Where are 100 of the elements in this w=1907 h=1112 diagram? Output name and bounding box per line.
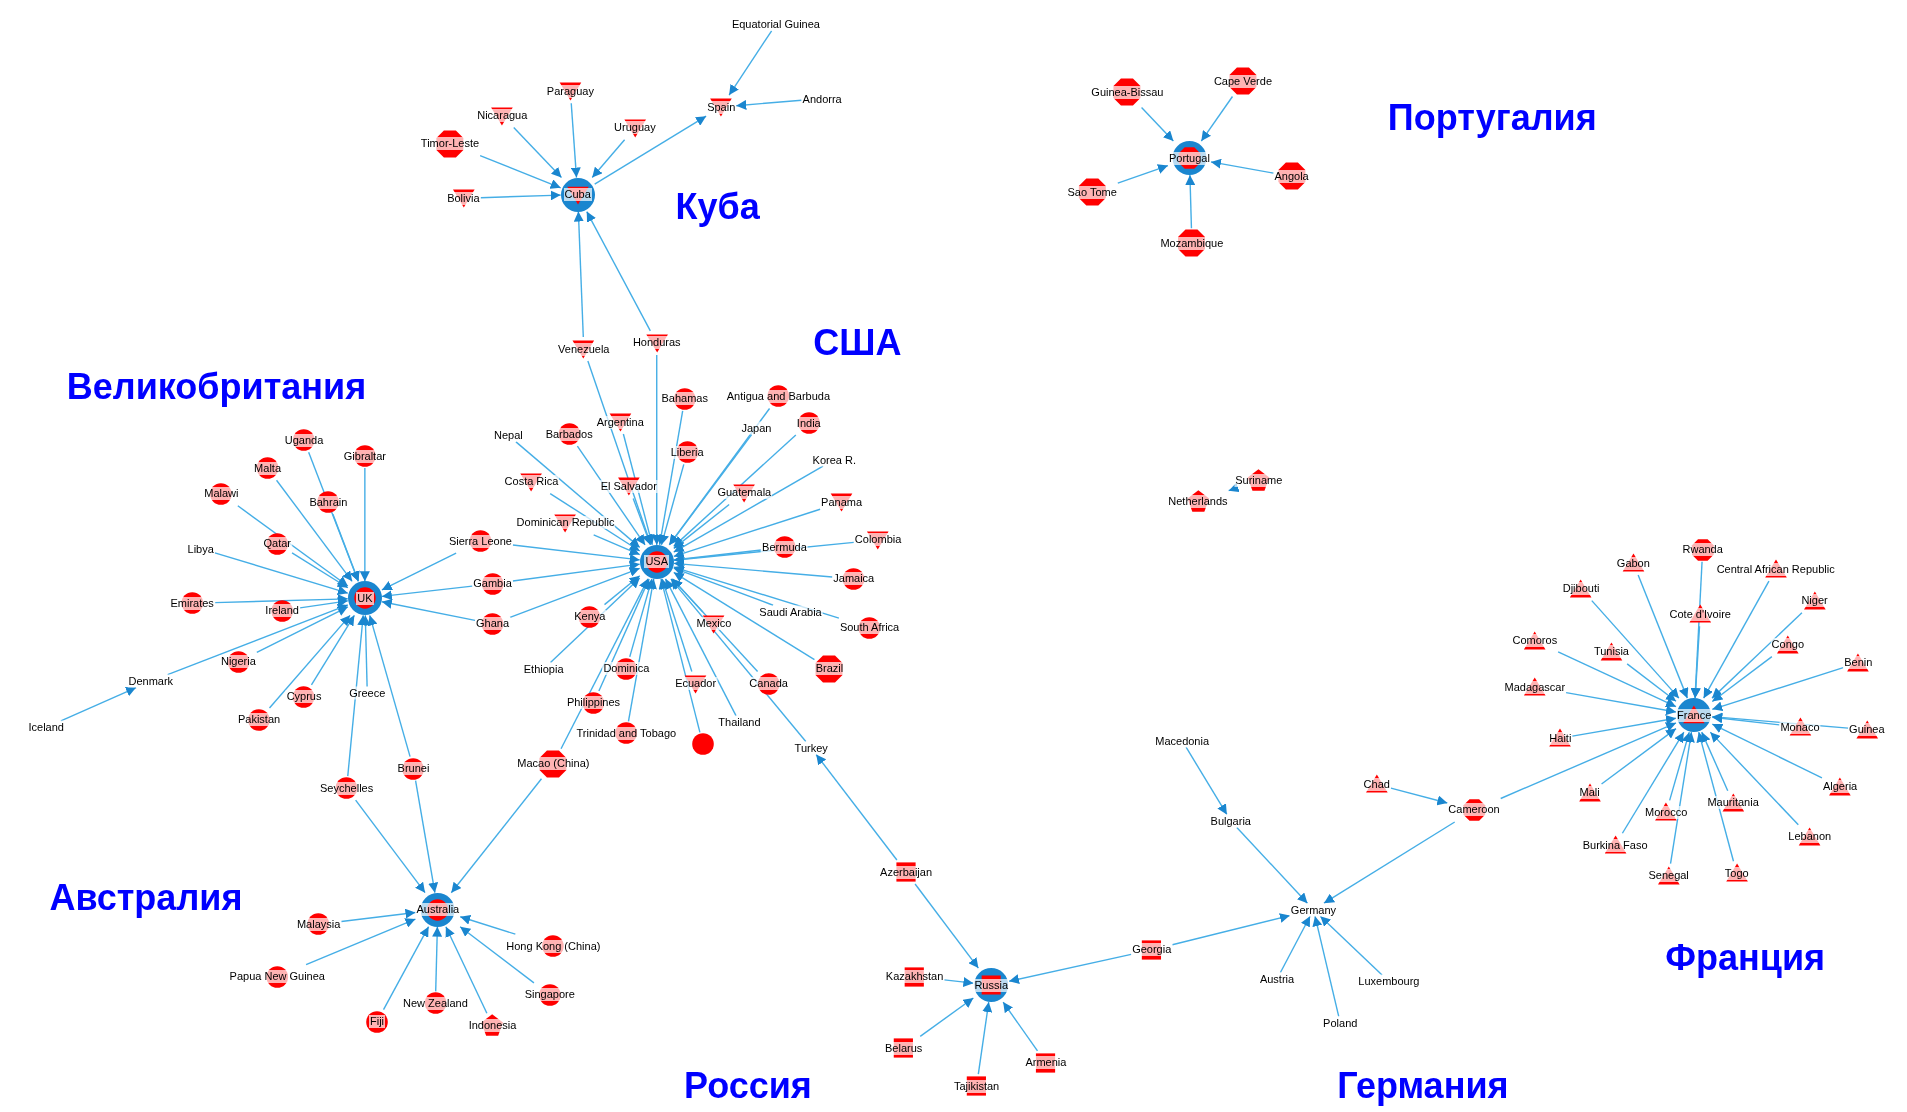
arrow	[1002, 1001, 1039, 1052]
country-label: Honduras	[631, 336, 682, 350]
arrow	[1711, 655, 1773, 703]
arrow	[573, 210, 584, 338]
country-label: Malaysia	[295, 917, 342, 931]
country-label: Kazakhstan	[884, 970, 945, 984]
arrow	[1696, 731, 1735, 862]
arrow	[291, 552, 349, 589]
country-label: Jamaica	[832, 572, 876, 586]
country-label: Uganda	[283, 433, 325, 447]
arrow	[977, 1001, 993, 1075]
country-label: Burkina Faso	[1581, 838, 1649, 852]
arrow	[1117, 164, 1169, 184]
arrow	[340, 908, 417, 923]
country-label: Venezuela	[557, 342, 611, 356]
arrow	[1600, 727, 1677, 785]
arrow	[1668, 731, 1692, 802]
arrow	[673, 508, 821, 559]
country-label: Philippines	[565, 696, 622, 710]
country-label: Tajikistan	[952, 1079, 1001, 1093]
country-label: Andorra	[801, 92, 843, 105]
arrow	[515, 441, 641, 549]
country-label: Emirates	[169, 596, 215, 610]
country-label: Chad	[1362, 777, 1391, 791]
arrow	[1210, 158, 1275, 174]
arrow	[1565, 691, 1677, 716]
country-label: Greece	[348, 686, 387, 700]
country-label: Paraguay	[545, 84, 595, 98]
country-label: Seychelles	[319, 781, 375, 795]
country-label: Indonesia	[467, 1018, 518, 1032]
arrow	[1711, 713, 1781, 726]
country-label: Poland	[1322, 1016, 1359, 1030]
country-label: Ecuador	[674, 677, 718, 690]
arrow	[1200, 95, 1234, 142]
country-label: Nepal	[493, 428, 524, 442]
arrow	[347, 614, 368, 777]
arrow	[1185, 746, 1228, 816]
country-label: Malta	[253, 461, 282, 475]
country-label: Suriname	[1234, 473, 1284, 487]
arrow	[60, 686, 137, 722]
country-label: USA	[644, 555, 670, 569]
country-label: Algeria	[1821, 780, 1859, 794]
arrow	[513, 126, 563, 179]
country-label: Argentina	[595, 415, 645, 429]
country-label: Benin	[1843, 656, 1874, 670]
arrow	[919, 997, 975, 1038]
country-label: Bahrain	[308, 495, 349, 509]
arrow	[414, 779, 439, 894]
arrow	[560, 578, 649, 750]
country-label: Belarus	[884, 1041, 924, 1055]
country-group-label: Португалия	[1387, 97, 1597, 138]
arrow	[1500, 722, 1677, 800]
arrow	[512, 544, 641, 564]
country-label: Tunisia	[1592, 645, 1630, 659]
country-label: Pakistan	[236, 713, 282, 727]
arrow	[1711, 723, 1823, 779]
country-label: Georgia	[1131, 943, 1173, 957]
arrow	[914, 883, 980, 969]
country-label: Macao (China)	[516, 757, 591, 771]
arrow	[1711, 666, 1844, 712]
country-label: Sierra Leone	[447, 534, 513, 548]
arrow	[1709, 731, 1799, 826]
arrow	[815, 753, 898, 861]
arrow	[256, 606, 349, 654]
arrow	[673, 465, 824, 553]
country-label: Guinea	[1848, 723, 1886, 737]
country-label: Ireland	[264, 604, 300, 618]
country-label: Sao Tome	[1066, 185, 1118, 199]
country-group-label: Германия	[1337, 1066, 1509, 1107]
country-label: Papua New Guinea	[228, 970, 326, 984]
country-label: Senegal	[1647, 869, 1690, 883]
arrow	[381, 552, 457, 591]
country-label: Trinidad and Tobago	[575, 726, 678, 740]
country-label: Nigeria	[219, 655, 257, 669]
country-label: Mali	[1578, 786, 1601, 800]
country-label: Austria	[1258, 972, 1296, 986]
country-label: Costa Rica	[503, 475, 560, 489]
country-label: Djibouti	[1561, 582, 1601, 596]
arrow	[1279, 915, 1311, 974]
arrow	[1171, 913, 1291, 946]
country-label: Qatar	[262, 537, 293, 551]
country-label: Hong Kong (China)	[505, 939, 602, 953]
country-label: Nicaragua	[476, 109, 529, 123]
arrow	[367, 614, 411, 758]
arrow	[1185, 174, 1196, 229]
country-label: Antigua and Barbuda	[725, 389, 832, 403]
country-group-label: Великобритания	[66, 366, 367, 407]
arrow	[305, 918, 417, 966]
arrow	[1591, 599, 1680, 699]
arrow	[509, 567, 641, 618]
arrow	[673, 503, 730, 550]
arrow	[1621, 731, 1685, 834]
country-label: El Salvador	[599, 479, 658, 493]
arrow	[668, 407, 771, 546]
arrow	[1701, 731, 1729, 792]
country-label: Niger	[1800, 594, 1829, 608]
country-label: Panama	[820, 495, 864, 509]
arrow	[673, 559, 833, 578]
country-label: Bolivia	[446, 191, 481, 205]
country-label: Dominican Republic	[515, 516, 616, 530]
